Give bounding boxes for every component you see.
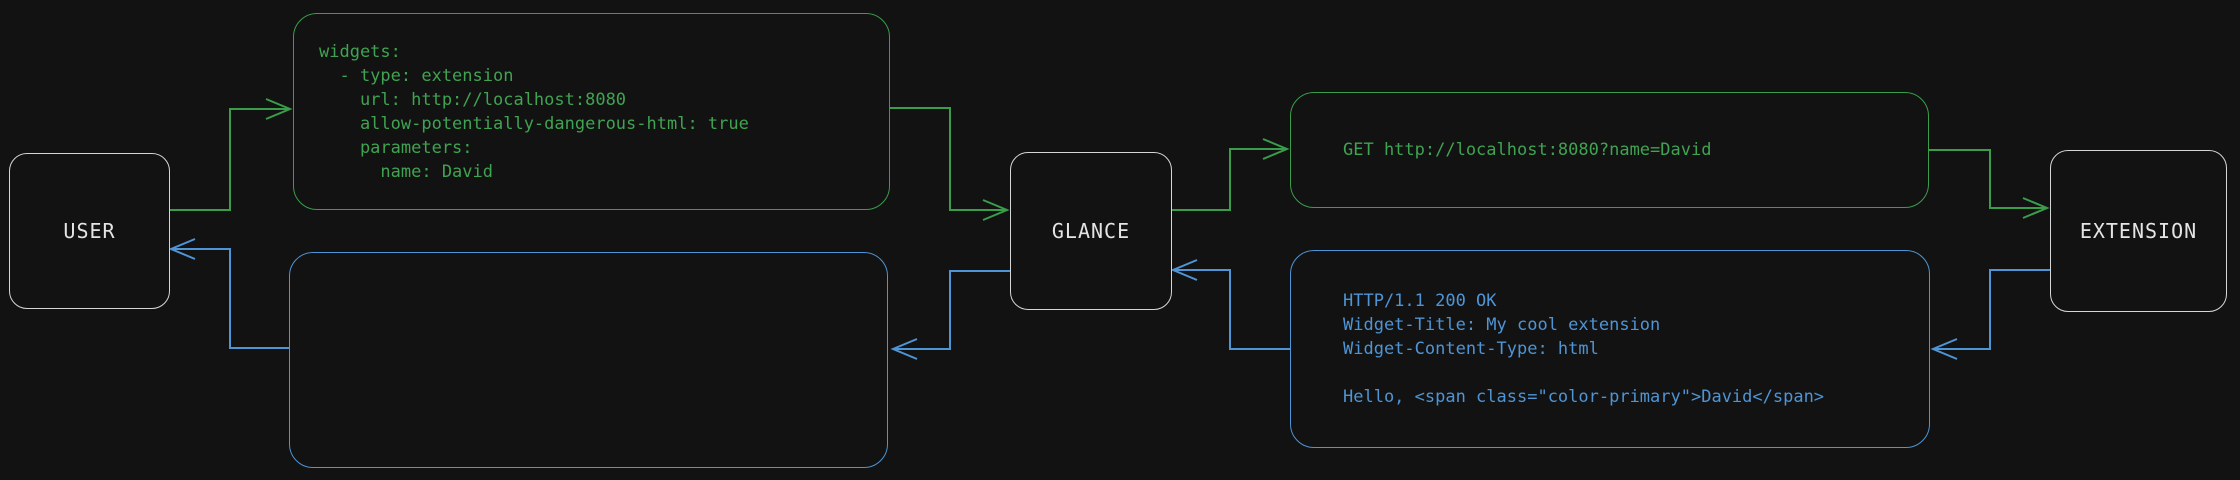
arrow-glance-to-widget xyxy=(890,270,1010,360)
config-yaml-line: widgets: xyxy=(319,41,401,62)
http-response-line: HTTP/1.1 200 OK xyxy=(1343,291,1497,311)
arrow-extension-to-response xyxy=(1930,269,2050,360)
config-yaml-line: - type: extension xyxy=(319,65,514,86)
widget-preview-box: MY COOL EXTENSION Hello, David xyxy=(289,252,888,468)
node-extension-label: EXTENSION xyxy=(2079,219,2198,243)
http-response-line: Hello, <span class="color-primary">David… xyxy=(1343,387,1825,407)
http-request-line: GET http://localhost:8080?name=David xyxy=(1343,140,1712,160)
node-glance-label: GLANCE xyxy=(1051,219,1131,243)
arrow-response-to-glance xyxy=(1170,259,1290,350)
node-glance: GLANCE xyxy=(1010,152,1172,310)
config-yaml-line: allow-potentially-dangerous-html: true xyxy=(319,113,749,134)
arrow-widget-to-user xyxy=(168,238,289,349)
arrow-user-to-config xyxy=(168,98,293,211)
config-yaml-line: name: David xyxy=(319,161,493,182)
arrow-request-to-extension xyxy=(1929,149,2050,219)
http-request-box: GET http://localhost:8080?name=David xyxy=(1290,92,1929,208)
http-response-box: HTTP/1.1 200 OK Widget-Title: My cool ex… xyxy=(1290,250,1930,448)
node-extension: EXTENSION xyxy=(2050,150,2227,312)
http-response-line: Widget-Title: My cool extension xyxy=(1343,315,1661,335)
http-response-line: Widget-Content-Type: html xyxy=(1343,339,1599,359)
config-yaml-box: widgets: - type: extension url: http://l… xyxy=(293,13,890,210)
arrow-config-to-glance xyxy=(890,107,1010,221)
node-user: USER xyxy=(9,153,170,309)
arrow-glance-to-request xyxy=(1170,138,1290,211)
config-yaml-line: url: http://localhost:8080 xyxy=(319,89,627,110)
node-user-label: USER xyxy=(63,219,116,243)
config-yaml-line: parameters: xyxy=(319,137,473,158)
http-response-line xyxy=(1343,361,1929,385)
